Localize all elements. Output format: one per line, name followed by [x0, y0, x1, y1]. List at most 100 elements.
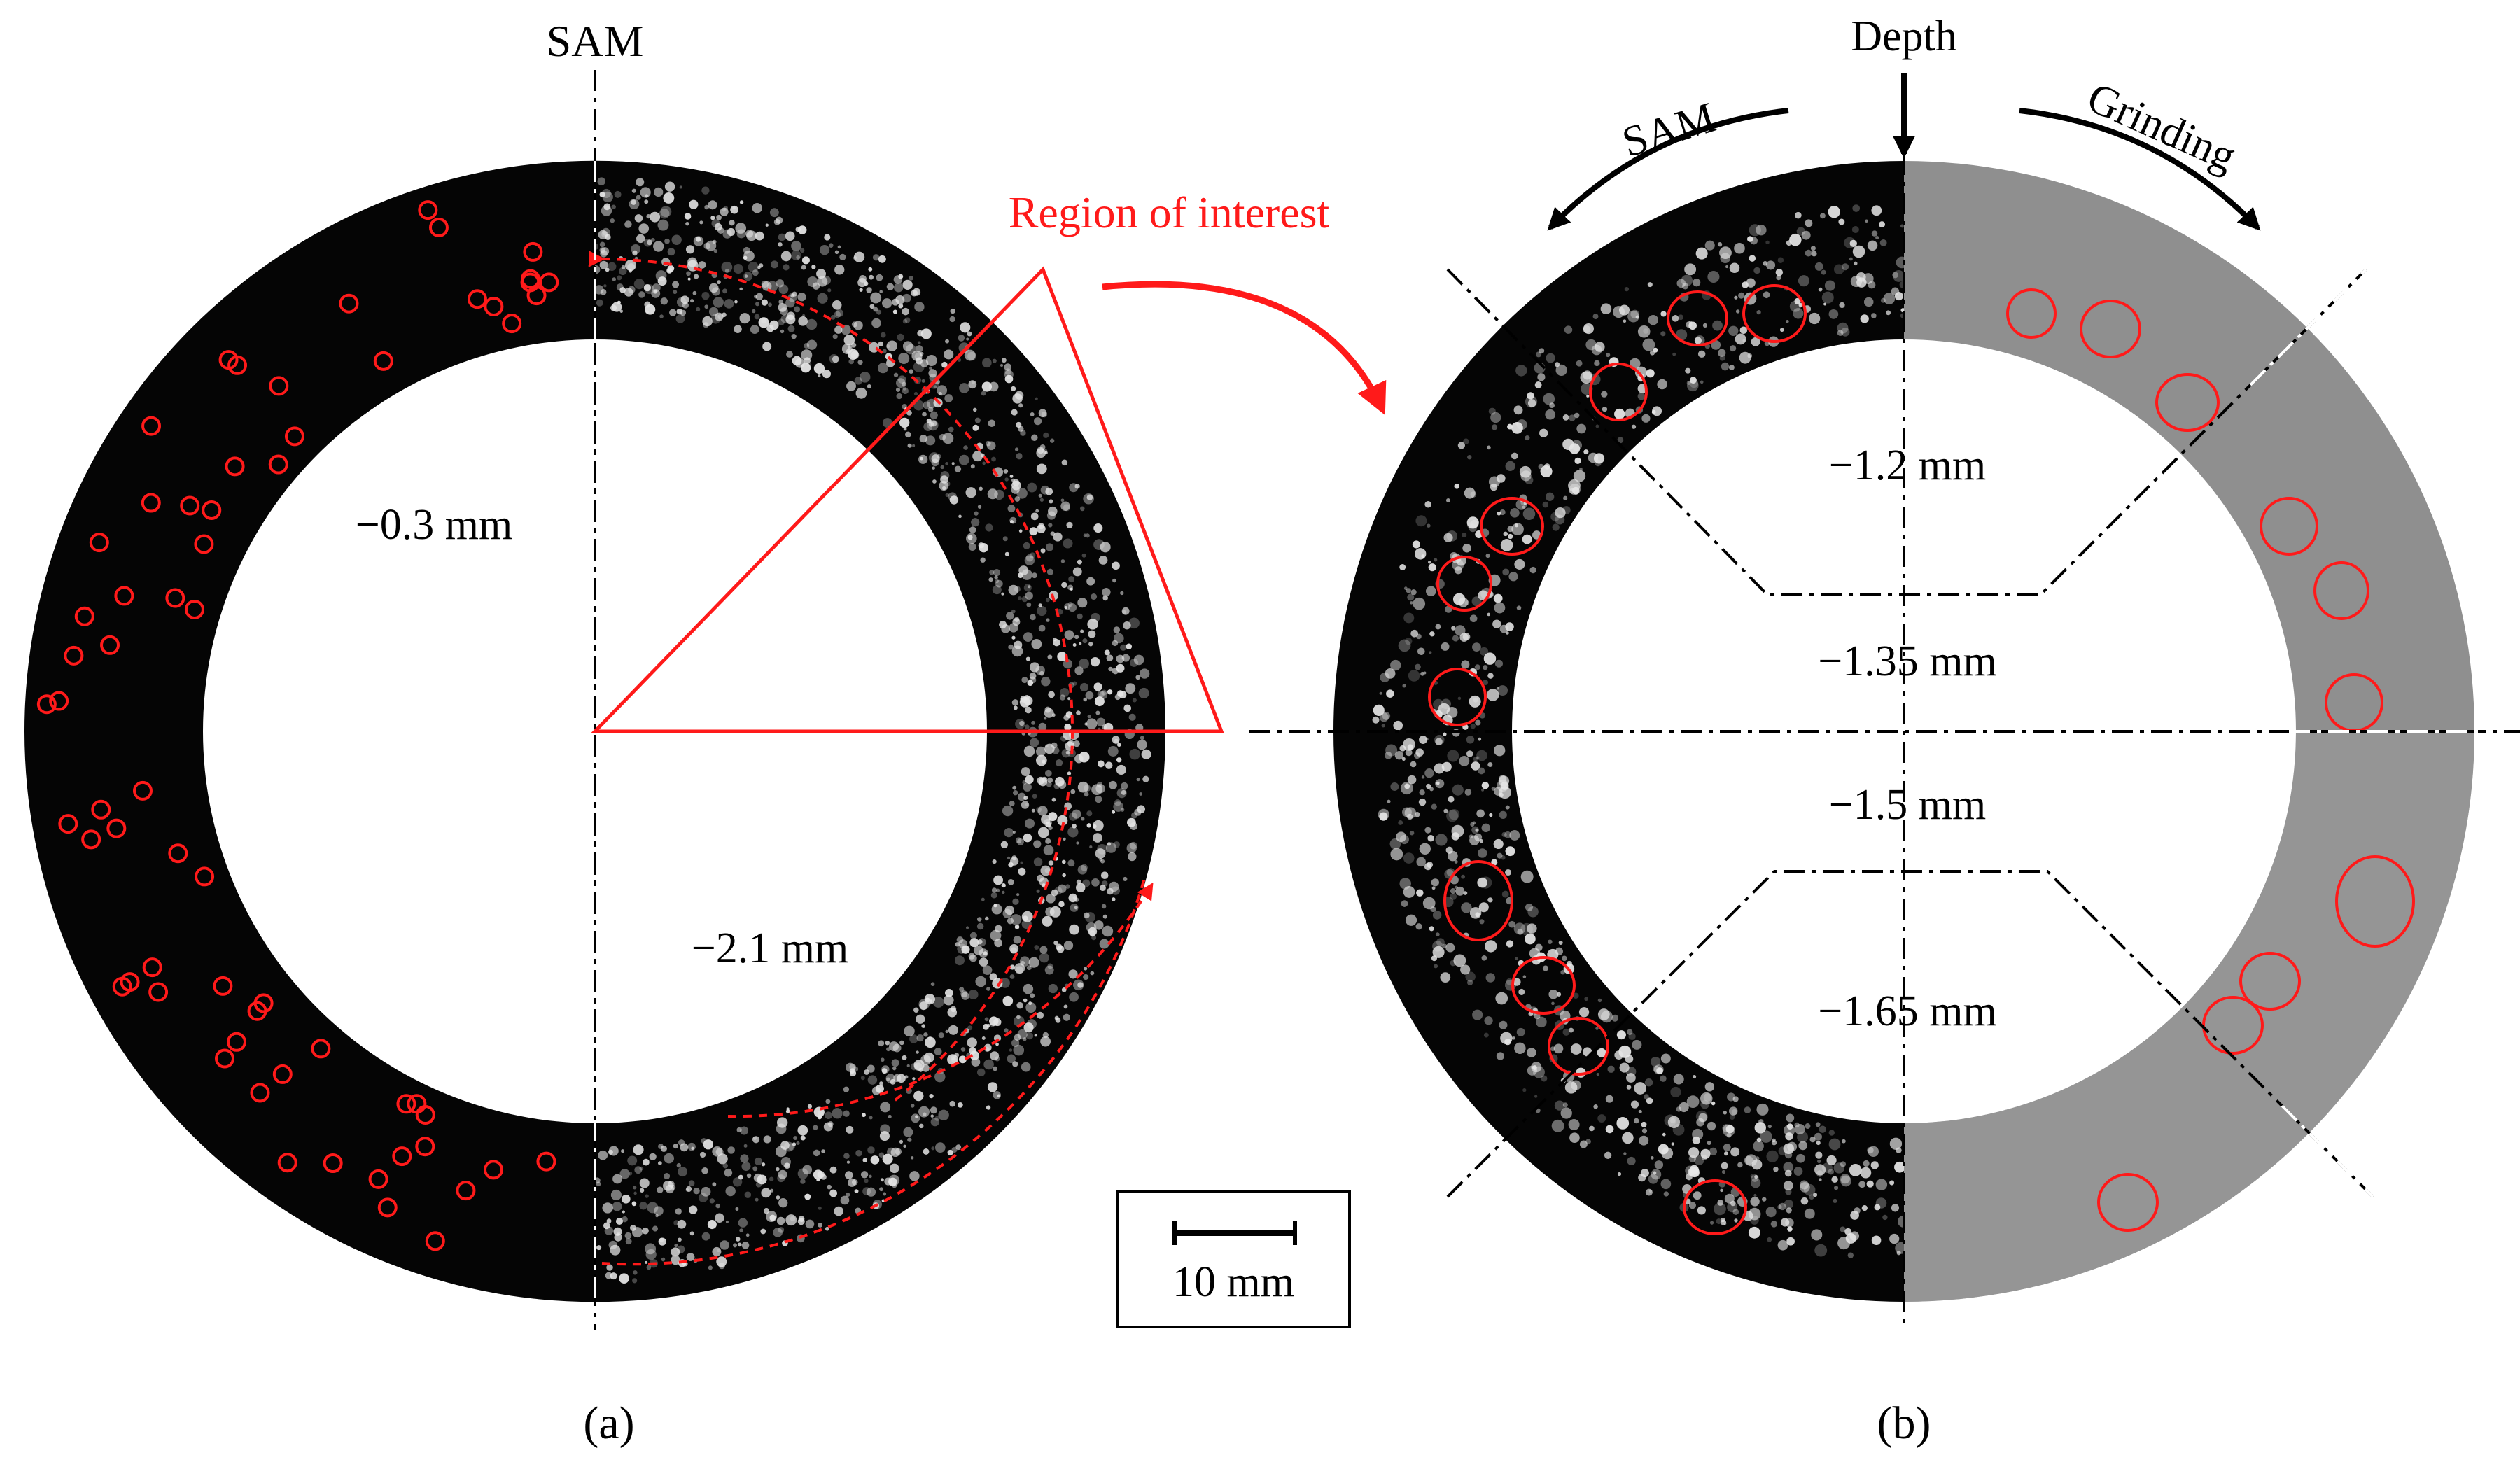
speckle-dot	[1499, 1020, 1508, 1029]
speckle-dot	[1048, 860, 1054, 866]
speckle-dot	[1597, 1008, 1610, 1020]
speckle-dot	[1068, 602, 1073, 607]
speckle-dot	[717, 1153, 728, 1165]
speckle-dot	[1597, 1048, 1606, 1057]
speckle-dot	[1777, 257, 1784, 263]
speckle-dot	[658, 1237, 666, 1246]
speckle-dot	[1001, 883, 1006, 888]
speckle-dot	[1511, 523, 1524, 535]
speckle-dot	[1094, 696, 1105, 707]
speckle-dot	[1784, 1124, 1795, 1137]
speckle-dot	[1734, 295, 1738, 300]
speckle-dot	[1038, 409, 1047, 418]
speckle-dot	[707, 1220, 717, 1230]
speckle-dot	[846, 1193, 850, 1197]
speckle-dot	[613, 1227, 622, 1236]
speckle-dot	[1040, 865, 1051, 876]
speckle-dot	[991, 887, 997, 893]
speckle-dot	[732, 1177, 743, 1187]
speckle-dot	[744, 274, 748, 278]
speckle-dot	[899, 417, 910, 428]
speckle-dot	[699, 1151, 706, 1158]
speckle-dot	[1634, 1118, 1639, 1124]
speckle-dot	[934, 1116, 940, 1121]
speckle-dot	[1004, 374, 1014, 384]
speckle-dot	[909, 276, 913, 281]
speckle-dot	[855, 387, 867, 399]
speckle-dot	[1410, 629, 1419, 638]
speckle-dot	[606, 1218, 612, 1224]
speckle-dot	[1794, 1123, 1805, 1134]
speckle-dot	[1475, 828, 1479, 832]
speckle-dot	[1689, 377, 1697, 384]
speckle-dot	[1566, 960, 1572, 967]
speckle-dot	[1029, 673, 1037, 680]
speckle-dot	[1719, 246, 1732, 260]
speckle-dot	[1045, 598, 1050, 603]
speckle-dot	[1624, 286, 1630, 292]
speckle-dot	[1124, 704, 1132, 712]
speckle-dot	[1871, 1235, 1882, 1246]
speckle-dot	[1013, 790, 1018, 796]
speckle-dot	[1009, 974, 1015, 979]
speckle-dot	[1842, 1139, 1846, 1144]
speckle-dot	[1785, 1132, 1793, 1141]
defect-circle	[502, 314, 522, 334]
speckle-dot	[1586, 394, 1590, 398]
speckle-dot	[1493, 838, 1504, 850]
speckle-dot	[1491, 787, 1496, 791]
speckle-dot	[878, 1040, 885, 1047]
speckle-dot	[722, 312, 727, 318]
speckle-dot	[1866, 1180, 1874, 1188]
speckle-dot	[1418, 798, 1427, 806]
speckle-dot	[1551, 1001, 1555, 1006]
speckle-dot	[930, 1114, 934, 1118]
speckle-dot	[1622, 1132, 1634, 1144]
speckle-dot	[1749, 255, 1756, 262]
speckle-dot	[1132, 698, 1137, 703]
speckle-dot	[1516, 605, 1522, 610]
speckle-dot	[955, 942, 960, 947]
speckle-dot	[1506, 631, 1509, 635]
speckle-dot	[712, 1146, 722, 1157]
speckle-dot	[1481, 782, 1490, 789]
speckle-dot	[1088, 642, 1093, 647]
speckle-dot	[1011, 635, 1016, 640]
speckle-dot	[893, 283, 904, 293]
speckle-dot	[1875, 236, 1879, 240]
speckle-dot	[1419, 843, 1431, 855]
speckle-dot	[1770, 1221, 1778, 1228]
speckle-dot	[1063, 538, 1073, 549]
speckle-dot	[1048, 506, 1058, 516]
speckle-dot	[1634, 366, 1648, 379]
speckle-dot	[1401, 757, 1406, 761]
speckle-dot	[1023, 584, 1032, 592]
speckle-dot	[1031, 572, 1037, 579]
speckle-dot	[706, 240, 717, 251]
speckle-dot	[778, 284, 789, 295]
speckle-dot	[596, 1245, 602, 1251]
speckle-dot	[1814, 262, 1823, 271]
speckle-dot	[1044, 868, 1051, 873]
speckle-dot	[942, 433, 954, 444]
speckle-dot	[1551, 1119, 1564, 1132]
speckle-dot	[1602, 407, 1608, 412]
speckle-dot	[891, 1059, 899, 1067]
defect-ellipse	[1589, 363, 1648, 421]
speckle-dot	[631, 199, 637, 205]
speckle-dot	[1538, 463, 1544, 470]
speckle-dot	[929, 366, 932, 370]
speckle-dot	[822, 370, 831, 379]
speckle-dot	[783, 264, 790, 271]
speckle-dot	[715, 312, 724, 321]
speckle-dot	[1896, 256, 1904, 269]
speckle-dot	[1441, 642, 1450, 651]
guide-lower-b-light	[2281, 1104, 2374, 1198]
speckle-dot	[722, 288, 727, 294]
speckle-dot	[1040, 444, 1046, 450]
speckle-dot	[765, 223, 769, 227]
speckle-dot	[743, 272, 753, 281]
speckle-dot	[853, 255, 858, 260]
speckle-dot	[645, 310, 650, 314]
speckle-dot	[990, 929, 1002, 941]
